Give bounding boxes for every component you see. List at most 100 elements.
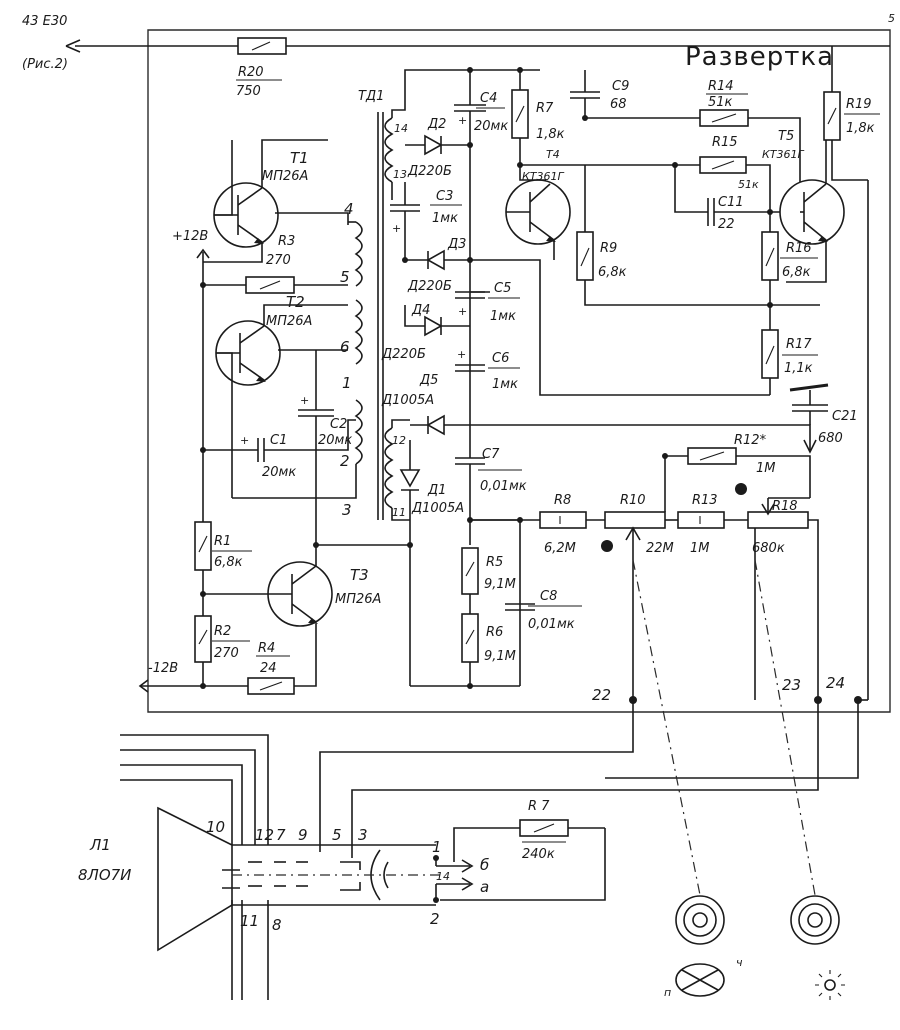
control-knob-1[interactable]: п ч [632, 559, 743, 999]
t3-ref: Т3 [350, 566, 369, 584]
c21-value: 680 [818, 431, 843, 446]
t2-type: МП26А [266, 314, 312, 329]
c11-ref: С11 [718, 195, 744, 210]
c21-ref: С21 [832, 409, 858, 424]
r14-ref: R14 [708, 79, 734, 94]
r7-value: 1,8к [536, 127, 565, 142]
resistor-r14: R14 51к [699, 79, 801, 185]
svg-text:+: + [458, 114, 467, 127]
r15-ref: R15 [712, 135, 738, 150]
terminal-24: 24 [826, 674, 845, 692]
c3-value: 1мк [432, 211, 458, 226]
r8-ref: R8 [554, 493, 571, 508]
r17-ref: R17 [786, 337, 812, 352]
c3-ref: С3 [436, 189, 453, 204]
r1-ref: R1 [214, 534, 231, 549]
td1-pin-11: 11 [392, 506, 406, 519]
resistor-r7-240k: R 7 240к [519, 799, 569, 862]
d3-type: Д220Б [407, 279, 452, 294]
r4-value: 24 [260, 661, 277, 676]
resistor-r18: R18 680к [747, 497, 819, 700]
resistor-r4: R4 24 [247, 624, 317, 695]
r10-value: 22М [646, 541, 674, 556]
r12-value: 1М [756, 461, 776, 476]
crt-type: 8ЛО7И [78, 866, 131, 884]
resistor-r9: R9 6,8к [576, 165, 820, 306]
diode-d4: Д4 Д220Б [381, 303, 470, 362]
crt-pin-2: 2 [430, 910, 440, 928]
supply-positive: +12В [172, 229, 255, 500]
c1-ref: С1 [270, 433, 287, 448]
external-ref-line1: 43 E30 [22, 14, 67, 29]
c9-ref: С9 [612, 79, 629, 94]
r9-ref: R9 [600, 241, 617, 256]
transistor-t2: Т2 МП26А [215, 293, 348, 498]
c5-value: 1мк [490, 309, 516, 324]
knob1-label-left: п [664, 986, 671, 999]
crt-pin-3: 3 [358, 826, 368, 844]
crt-pin-1: 1 [432, 838, 442, 856]
d2-ref: Д2 [427, 117, 446, 132]
r1-value: 6,8к [214, 555, 243, 570]
t2-ref: Т2 [286, 293, 305, 311]
r18-value: 680к [752, 541, 785, 556]
r13-ref: R13 [692, 493, 718, 508]
d1-ref: Д1 [427, 483, 446, 498]
r20-value: 750 [236, 84, 261, 99]
diode-d2: Д2 Д220Б [405, 117, 473, 179]
td1-pin-14: 14 [394, 122, 408, 135]
capacitor-c21: С21 680 [789, 383, 858, 446]
transistor-t3: Т3 МП26А [203, 542, 410, 627]
corner-mark: 5 [888, 12, 895, 25]
crt-wiring [120, 700, 859, 1000]
r7-ref: R7 [536, 101, 554, 116]
external-reference: 43 E30 (Рис.2) [22, 14, 890, 72]
crt-pin-7: 7 [276, 826, 286, 844]
td1-pin-1: 1 [342, 374, 352, 392]
td1-pin-6: 6 [340, 338, 350, 356]
d5-ref: Д5 [419, 373, 438, 388]
c2-value: 20мк [318, 433, 352, 448]
capacitor-c5: + С5 1мк [455, 281, 520, 324]
r4-ref: R4 [258, 641, 275, 656]
r5-value: 9,1М [484, 577, 516, 592]
crt-pin-14: 14 [436, 870, 450, 883]
d4-ref: Д4 [411, 303, 430, 318]
td1-pin-2: 2 [340, 452, 350, 470]
r18-ref: R18 [772, 499, 798, 514]
r19-value: 1,8к [846, 121, 875, 136]
capacitor-c6: + С6 1мк [455, 348, 520, 392]
svg-text:+: + [240, 434, 249, 447]
control-knob-2[interactable] [754, 559, 845, 1000]
crt-pin-12: 12 [255, 826, 274, 844]
terminal-23: 23 [782, 676, 801, 694]
r16-value: 6,8к [782, 265, 811, 280]
board-outline [147, 29, 891, 713]
t4-ref: Т4 [546, 148, 560, 161]
transistor-t5: Т5 КТ361Г [762, 129, 845, 283]
resistor-r15: R15 51к [672, 135, 771, 212]
d3-ref: Д3 [447, 237, 466, 252]
svg-text:+: + [457, 348, 466, 361]
c1-value: 20мк [262, 465, 296, 480]
r3-value: 270 [266, 253, 291, 268]
r2-ref: R2 [214, 624, 231, 639]
r19-ref: R19 [846, 97, 872, 112]
r10-ref: R10 [620, 493, 646, 508]
c6-ref: С6 [492, 351, 509, 366]
c7-value: 0,01мк [480, 479, 527, 494]
t1-ref: Т1 [290, 149, 309, 167]
r6-value: 9,1М [484, 649, 516, 664]
diode-d3: Д3 Д220Б [402, 237, 770, 396]
crt-pin-9: 9 [298, 826, 308, 844]
resistor-r2: R2 270 [194, 615, 250, 686]
c4-ref: С4 [480, 91, 497, 106]
d1-type: Д1005А [411, 501, 464, 516]
td1-pin-13: 13 [393, 168, 407, 181]
capacitor-c7: С7 0,01мк [455, 400, 527, 545]
r9-value: 6,8к [598, 265, 627, 280]
c4-value: 20мк [474, 119, 508, 134]
capacitor-c3: + С3 1мк [390, 182, 462, 260]
crt-heater-b: б [480, 856, 489, 874]
